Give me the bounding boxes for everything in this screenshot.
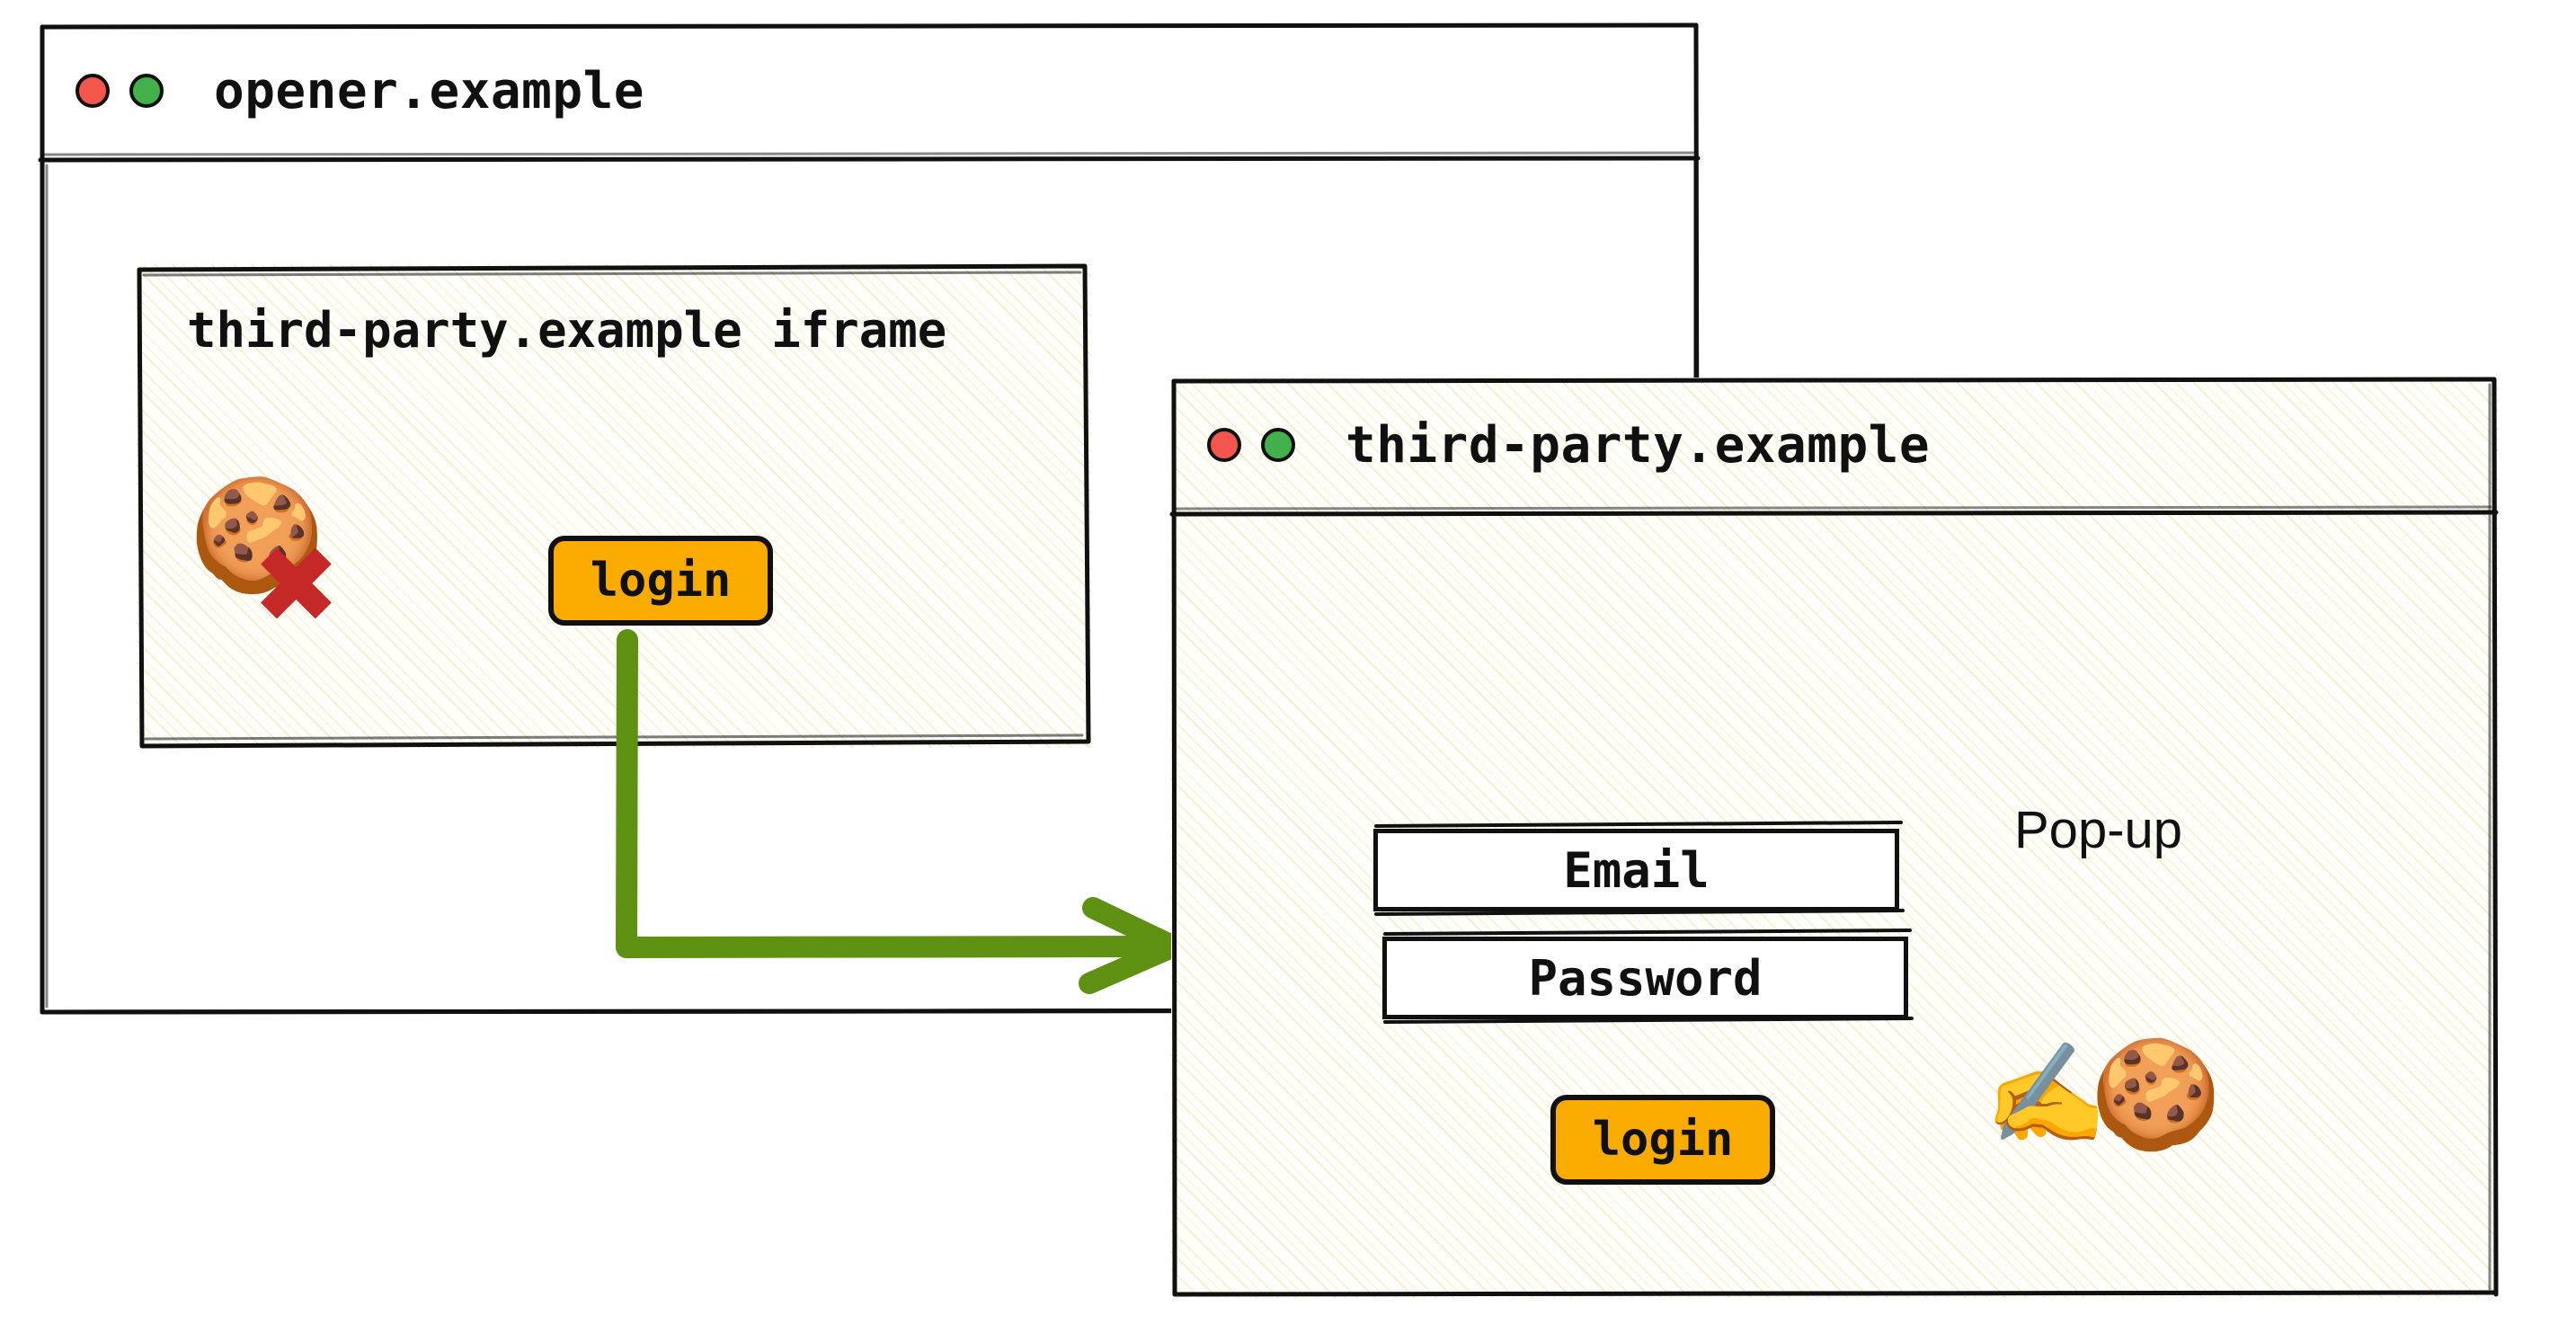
close-dot-icon[interactable] (1207, 428, 1241, 462)
popup-browser-window: third-party.example Email Password login… (1169, 377, 2499, 1298)
writing-hand-icon: ✍️ (1985, 1036, 2108, 1151)
iframe-login-button[interactable]: login (548, 536, 773, 626)
popup-login-button[interactable]: login (1550, 1095, 1775, 1185)
password-field[interactable]: Password (1382, 937, 1908, 1019)
popup-titlebar: third-party.example (1171, 378, 2499, 512)
popup-traffic-lights (1207, 428, 1295, 462)
opener-window-title: opener.example (214, 61, 645, 120)
maximize-dot-icon[interactable] (129, 74, 164, 108)
popup-window-title: third-party.example (1346, 415, 1931, 475)
email-field[interactable]: Email (1373, 829, 1899, 911)
opener-titlebar: opener.example (40, 23, 1701, 158)
cookie-icon: 🍪 (2090, 1032, 2222, 1156)
close-dot-icon[interactable] (76, 74, 110, 108)
popup-window-body: Email Password login Pop-up ✍️ 🍪 (1171, 512, 2499, 1298)
iframe-title-label: third-party.example iframe (187, 302, 947, 359)
maximize-dot-icon[interactable] (1261, 428, 1295, 462)
popup-annotation-label: Pop-up (2014, 801, 2183, 859)
cookie-blocked-x-icon: ✖ (252, 523, 341, 647)
third-party-iframe: third-party.example iframe 🍪 ✖ login (137, 263, 1091, 749)
opener-traffic-lights (76, 74, 164, 108)
